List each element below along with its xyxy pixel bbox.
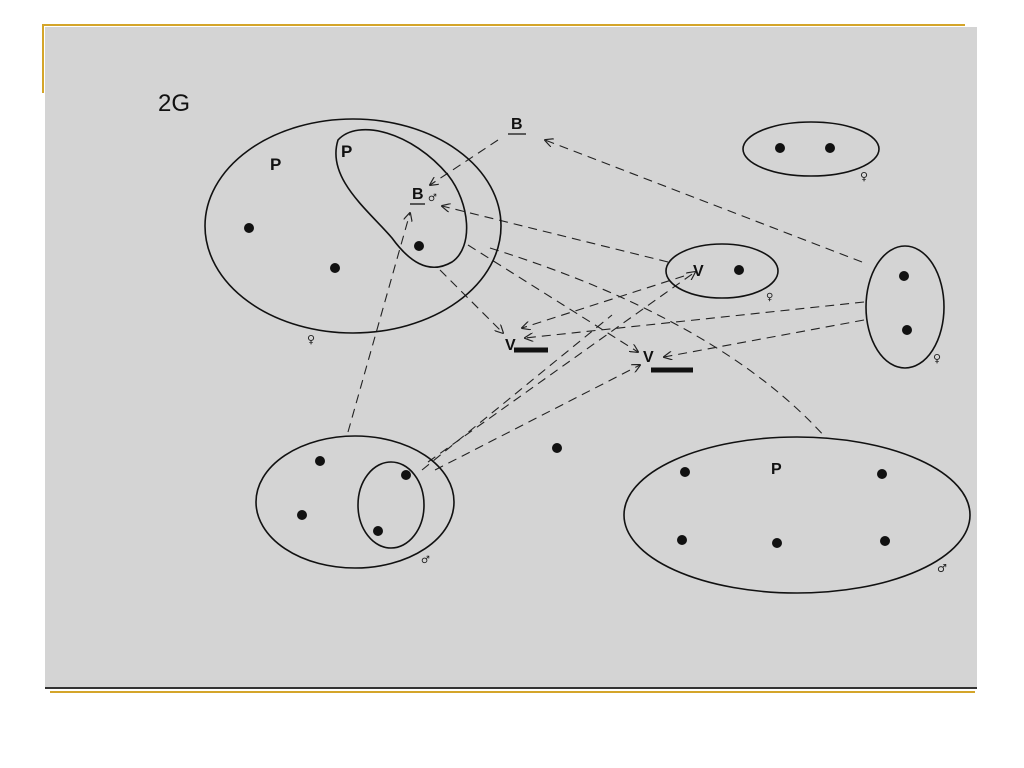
- v-center-left-label: V: [505, 337, 516, 354]
- bottom-left-group-ellipse: [255, 435, 455, 569]
- b-inner-label: B: [412, 186, 424, 203]
- node-right-vertical-1: [899, 271, 909, 281]
- node-right-vertical-2: [902, 325, 912, 335]
- connection-bottom-node-to-v-center: [434, 365, 640, 471]
- node-bottom-left-sub-2: [373, 526, 383, 536]
- connection-right-group-to-top-b: [545, 140, 863, 263]
- v-right-label: V: [693, 263, 704, 280]
- right-vertical-gender-mark: ♀: [933, 352, 941, 365]
- node-big-bottom: [330, 263, 340, 273]
- connection-bottom-node-to-v-right: [427, 272, 695, 463]
- node-bottom-left-2: [297, 510, 307, 520]
- node-bottom-left-sub-1: [401, 470, 411, 480]
- bottom-left-gender-mark: ♂: [421, 555, 430, 566]
- b-inner-mark: ♂: [428, 193, 437, 204]
- p-outer-label: P: [270, 155, 281, 174]
- connection-right-group-to-v-center: [664, 319, 865, 357]
- top-right-group-ellipse: [742, 121, 880, 177]
- bottom-right-gender-mark: ♂: [937, 562, 947, 575]
- node-top-right-2: [825, 143, 835, 153]
- slide-title: 2G: [158, 90, 190, 117]
- node-top-right-1: [775, 143, 785, 153]
- p-inner-label: P: [341, 142, 352, 161]
- big-group-ellipse: [204, 118, 502, 334]
- big-group-gender-mark: ♀: [307, 333, 315, 346]
- v-center-right-label: V: [643, 349, 654, 366]
- top-right-gender-mark: ♀: [860, 170, 868, 183]
- b-top-label: B: [511, 116, 523, 133]
- slide-panel: [45, 27, 977, 687]
- node-bottom-right-3: [677, 535, 687, 545]
- node-isolated: [552, 443, 562, 453]
- p-bottom-right-label: P: [771, 461, 782, 478]
- node-bottom-right-2: [877, 469, 887, 479]
- node-bottom-right-1: [680, 467, 690, 477]
- connection-v-right-to-inner-b: [442, 206, 669, 263]
- node-inner-p: [414, 241, 424, 251]
- node-big-left: [244, 223, 254, 233]
- node-bottom-right-4: [772, 538, 782, 548]
- bottom-left-subgroup-ellipse: [357, 461, 425, 549]
- v-group-ellipse: [665, 243, 779, 299]
- right-vertical-group-ellipse: [865, 245, 945, 369]
- connections: [347, 139, 865, 471]
- connection-big-group-to-bottom-right: [489, 247, 827, 439]
- connection-top-b-to-inner-b: [430, 139, 499, 185]
- connection-right-group-to-v-left: [525, 301, 865, 338]
- inner-p-subgroup-outline: [335, 128, 468, 268]
- bottom-right-group-ellipse: [623, 436, 971, 594]
- node-bottom-left-1: [315, 456, 325, 466]
- connection-bottom-node-to-v-left: [421, 314, 613, 471]
- node-v-group: [734, 265, 744, 275]
- node-bottom-right-5: [880, 536, 890, 546]
- connection-v-right-to-v-left: [522, 275, 685, 328]
- connection-bottom-left-to-inner-b: [347, 213, 410, 433]
- v-group-gender-mark: ♀: [766, 292, 773, 303]
- connection-inner-b-to-v-center: [467, 244, 638, 352]
